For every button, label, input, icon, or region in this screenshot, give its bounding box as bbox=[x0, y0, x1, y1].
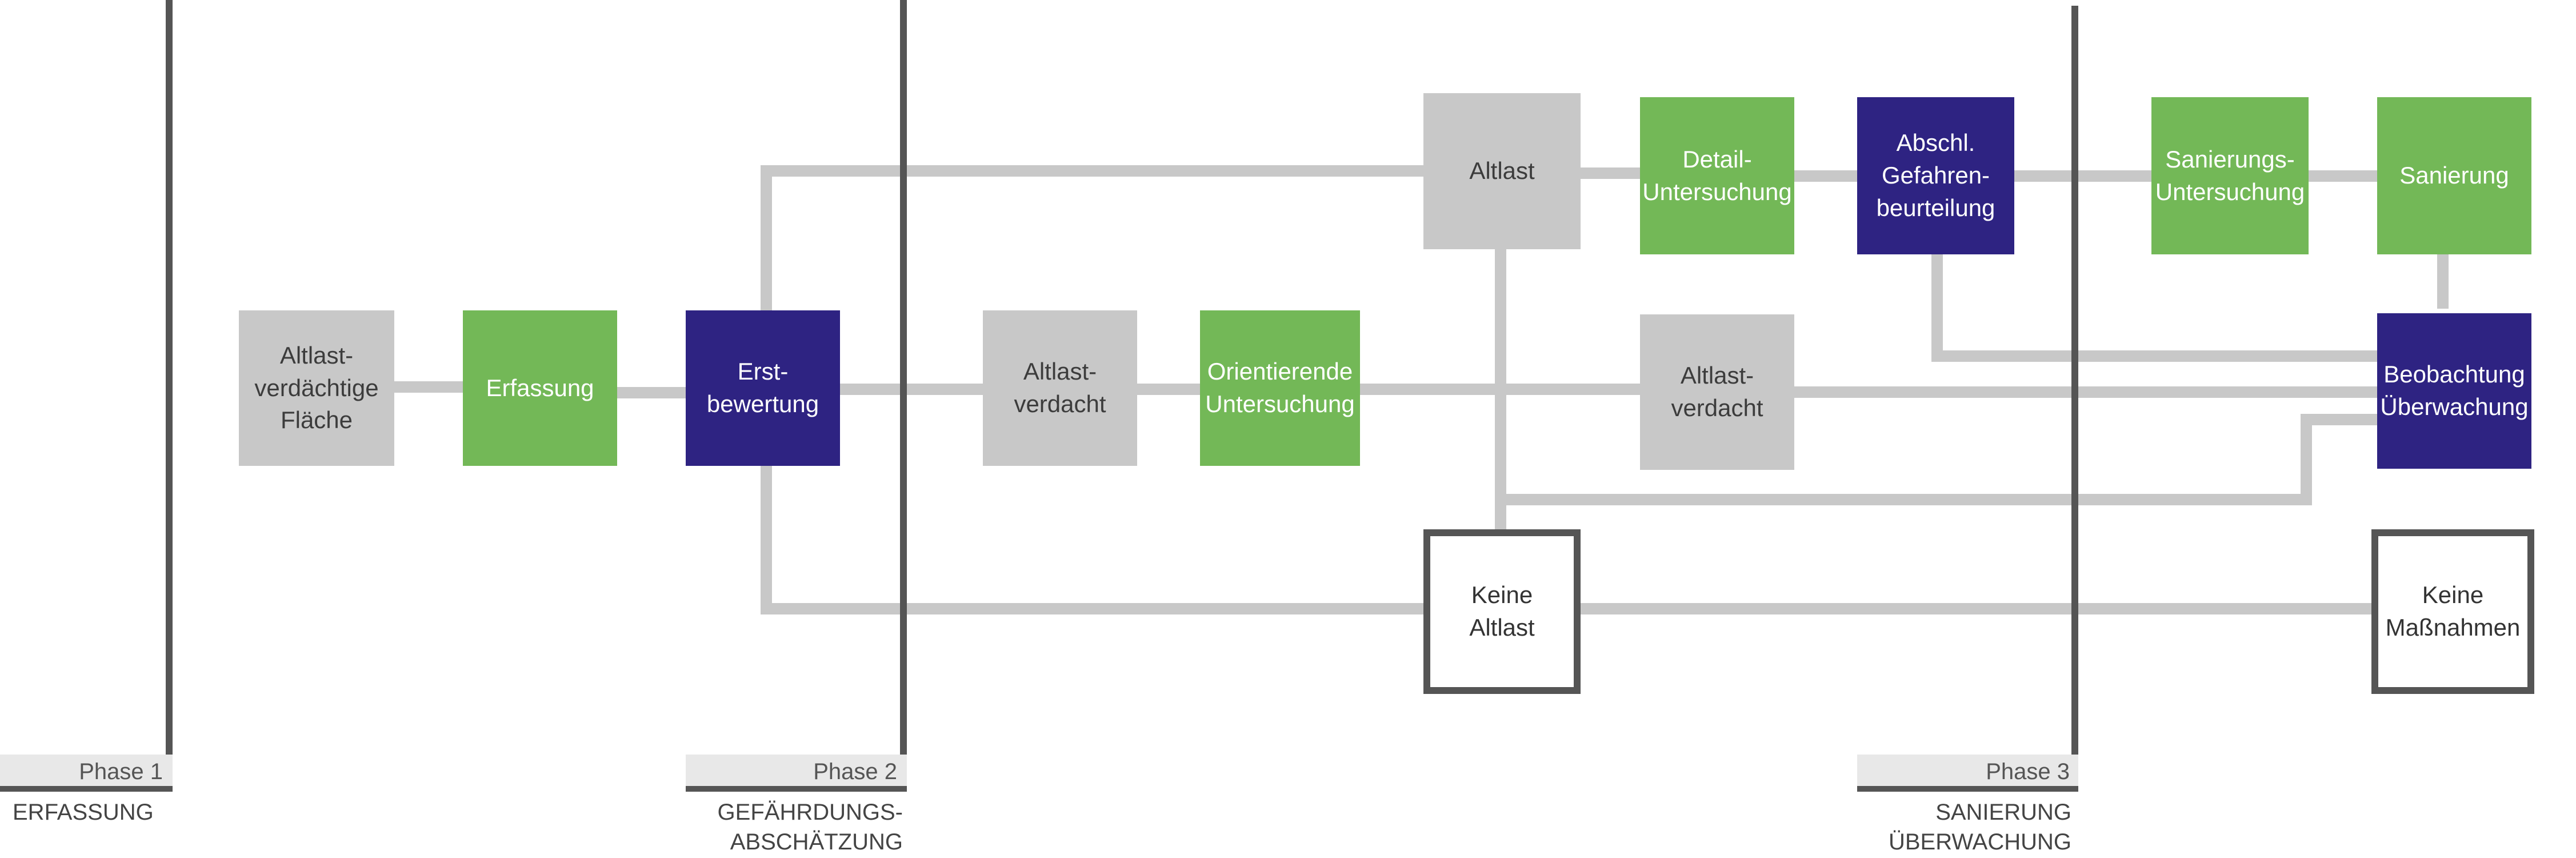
node-keine-massnahmen: Keine Maßnahmen bbox=[2371, 529, 2534, 694]
phase-3-number: Phase 3 bbox=[1986, 759, 2070, 784]
connector bbox=[840, 384, 983, 395]
phase-2-baseline bbox=[686, 786, 907, 792]
phase-3-name-line1: SANIERUNG bbox=[1935, 800, 2071, 825]
connector bbox=[1495, 494, 2312, 505]
phase-1-band bbox=[0, 755, 173, 786]
connector bbox=[2014, 170, 2151, 182]
connector bbox=[1931, 350, 2377, 362]
node-erfassung: Erfassung bbox=[463, 310, 617, 466]
node-altlastverdacht-1: Altlast- verdacht bbox=[983, 310, 1137, 466]
connector bbox=[1931, 252, 1943, 357]
connector bbox=[761, 165, 772, 312]
node-beobachtung-ueberwachung: Beobachtung Überwachung bbox=[2377, 313, 2531, 469]
connector bbox=[2437, 252, 2449, 309]
phase-3-band bbox=[1857, 755, 2078, 786]
phase-3-baseline bbox=[1857, 786, 2078, 792]
connector bbox=[761, 165, 1423, 177]
phase-3-name-line2: ÜBERWACHUNG bbox=[1888, 829, 2071, 855]
node-keine-altlast: Keine Altlast bbox=[1423, 529, 1581, 694]
phase-1-name: ERFASSUNG bbox=[13, 800, 154, 825]
connector bbox=[1577, 167, 1640, 179]
phase-2-name-line1: GEFÄHRDUNGS- bbox=[717, 800, 903, 825]
phase-2-band bbox=[686, 755, 907, 786]
connector bbox=[1794, 170, 1857, 182]
node-altlast: Altlast bbox=[1423, 93, 1581, 249]
node-detail-untersuchung: Detail- Untersuchung bbox=[1640, 97, 1794, 254]
phase-2-divider bbox=[900, 0, 907, 792]
connector bbox=[2309, 170, 2377, 182]
connector bbox=[1137, 384, 1200, 395]
connector bbox=[761, 603, 1423, 614]
phase-1-baseline bbox=[0, 786, 173, 792]
node-sanierung: Sanierung bbox=[2377, 97, 2531, 254]
node-erstbewertung: Erst- bewertung bbox=[686, 310, 840, 466]
connector bbox=[617, 387, 686, 398]
phase-2-name-line2: ABSCHÄTZUNG bbox=[730, 829, 903, 855]
phase-1-number: Phase 1 bbox=[79, 759, 163, 784]
connector bbox=[1495, 249, 1506, 529]
node-abschl-gefahrenbeurteilung: Abschl. Gefahren- beurteilung bbox=[1857, 97, 2014, 254]
connector bbox=[2301, 414, 2377, 425]
phase-3-divider bbox=[2071, 6, 2078, 792]
connector bbox=[1569, 603, 2377, 614]
connector bbox=[394, 381, 463, 393]
node-altlastverdaechtige-flaeche: Altlast- verdächtige Fläche bbox=[239, 310, 394, 466]
connector bbox=[2301, 414, 2312, 505]
phase-1-divider bbox=[166, 0, 173, 792]
connector bbox=[1794, 386, 2377, 398]
phase-2-number: Phase 2 bbox=[813, 759, 897, 784]
node-orientierende-untersuchung: Orientierende Untersuchung bbox=[1200, 310, 1360, 466]
node-sanierungs-untersuchung: Sanierungs- Untersuchung bbox=[2151, 97, 2309, 254]
node-altlastverdacht-2: Altlast- verdacht bbox=[1640, 314, 1794, 470]
connector bbox=[761, 466, 772, 614]
